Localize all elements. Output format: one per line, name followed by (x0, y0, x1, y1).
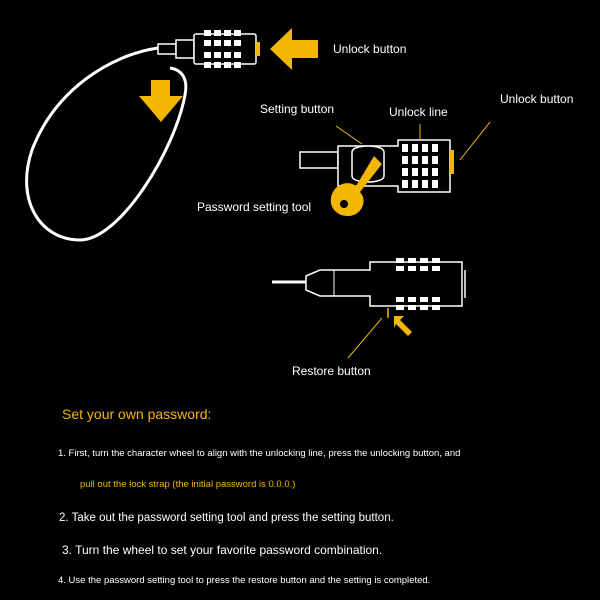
restore-detail-figure (272, 258, 466, 359)
label-restore-button: Restore button (292, 364, 371, 378)
instruction-step-4: 4. Use the password setting tool to pres… (58, 575, 431, 586)
restore-wheels (396, 258, 440, 310)
instruction-step-3: 3. Turn the wheel to set your favorite p… (62, 543, 383, 557)
detail-wheels (402, 144, 438, 188)
leader-setting-button (335, 125, 363, 145)
detail-setting-window (351, 145, 385, 183)
label-setting-button: Setting button (260, 102, 335, 116)
instruction-step-2: 2. Take out the password setting tool an… (59, 512, 394, 524)
cable-loop (25, 46, 188, 242)
detail-cable-stub (299, 151, 339, 169)
arrow-up-left-icon (394, 316, 412, 336)
cable-lock-figure (25, 28, 318, 242)
instruction-step-1-line-2: pull out the lock strap (the initial pas… (80, 479, 296, 490)
lock-unlock-button-marker (256, 42, 260, 56)
instruction-step-1-line-1: 1. First, turn the character wheel to al… (58, 448, 461, 459)
restore-body (305, 261, 463, 307)
label-password-setting-tool: Password setting tool (197, 200, 312, 214)
label-unlock-button-right: Unlock button (500, 92, 574, 106)
setting-detail-figure (299, 121, 491, 216)
arrow-down-icon (139, 80, 183, 122)
detail-unlock-button-marker (450, 150, 454, 174)
leader-unlock-button-right (459, 121, 491, 161)
instructions-heading: Set your own password: (62, 406, 212, 422)
password-tool-hole (340, 200, 348, 208)
lock-body (193, 33, 257, 65)
cable-loop-inner (31, 50, 181, 235)
label-unlock-button-top: Unlock button (333, 42, 407, 56)
arrow-left-icon (270, 28, 318, 70)
lock-body-neck (175, 39, 195, 59)
lock-body-collar (157, 43, 177, 55)
leader-restore-button (347, 317, 383, 359)
lock-wheels (204, 30, 241, 68)
label-unlock-line: Unlock line (389, 105, 448, 119)
